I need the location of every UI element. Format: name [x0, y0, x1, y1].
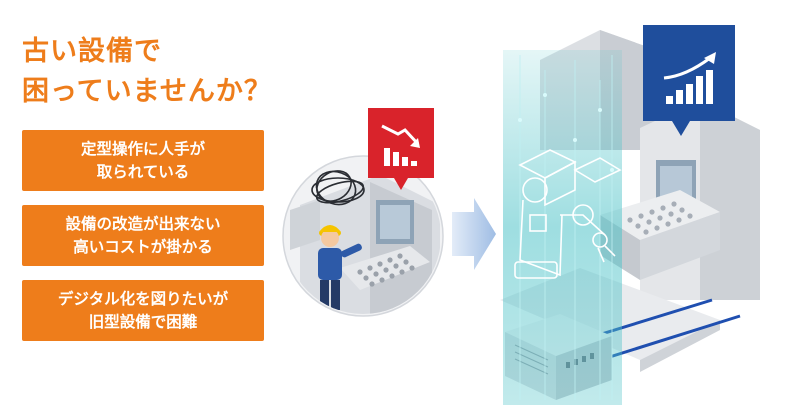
problem-manual-operation: 定型操作に人手が 取られている — [22, 130, 264, 191]
declining-chart-icon — [368, 108, 434, 190]
problem-text: 設備の改造が出来ない — [65, 214, 221, 233]
digital-beam — [503, 50, 622, 405]
old-equipment-scene — [282, 155, 444, 317]
tangled-cable-icon — [311, 170, 365, 206]
problem-text: 定型操作に人手が — [80, 139, 205, 158]
problem-text: 高いコストが掛かる — [73, 237, 213, 256]
problem-modification-cost: 設備の改造が出来ない 高いコストが掛かる — [22, 205, 264, 266]
growth-chart-icon — [643, 25, 735, 136]
problem-list: 定型操作に人手が 取られている 設備の改造が出来ない 高いコストが掛かる デジタ… — [22, 130, 264, 355]
problem-text: デジタル化を図りたいが — [57, 289, 229, 308]
right-arrow-icon — [452, 198, 496, 270]
headline-line-2: 困っていませんか？ — [22, 76, 272, 107]
problem-text: 旧型設備で困難 — [88, 312, 198, 331]
headline: 古い設備で 困っていませんか？ — [22, 32, 272, 112]
problem-text: 取られている — [96, 162, 190, 181]
headline-line-1: 古い設備で — [22, 36, 162, 67]
robot-arm-icon — [514, 149, 622, 279]
problem-digitalization-difficulty: デジタル化を図りたいが 旧型設備で困難 — [22, 280, 264, 341]
worker-figure — [318, 225, 362, 310]
